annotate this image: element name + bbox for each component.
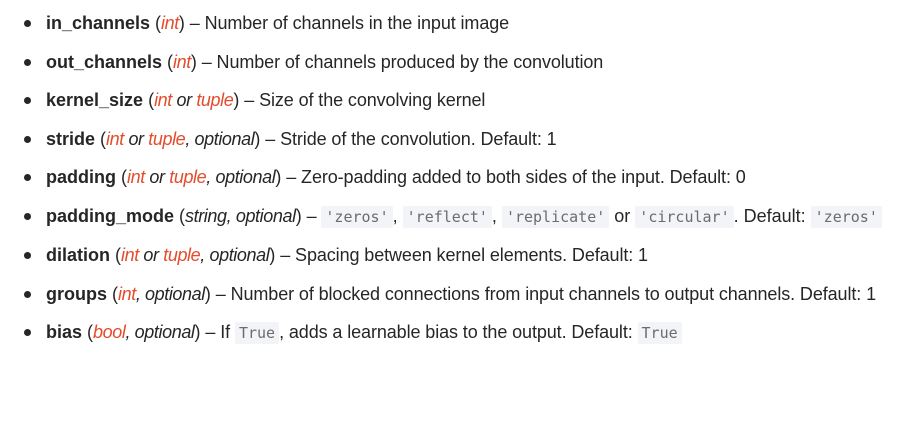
type-link-tuple[interactable]: tuple <box>148 128 186 149</box>
param-padding: padding (int or tuple, optional) – Zero-… <box>0 158 923 197</box>
type-link-int[interactable]: int <box>173 51 191 72</box>
param-kernel-size: kernel_size (int or tuple) – Size of the… <box>0 81 923 120</box>
param-in-channels: in_channels (int) – Number of channels i… <box>0 4 923 43</box>
param-description: – Size of the convolving kernel <box>239 90 486 110</box>
code-reflect: 'reflect' <box>402 205 492 228</box>
param-groups: groups (int, optional) – Number of block… <box>0 275 923 314</box>
type-link-tuple[interactable]: tuple <box>196 90 234 110</box>
param-description: – Number of channels in the input image <box>184 13 510 33</box>
code-replicate: 'replicate' <box>501 205 610 228</box>
code-default-zeros: 'zeros' <box>810 205 882 228</box>
param-name: out_channels <box>46 51 163 72</box>
type-link-int[interactable]: int <box>127 167 145 187</box>
code-default-true: True <box>637 322 682 344</box>
type-link-int[interactable]: int <box>118 283 136 304</box>
param-stride: stride (int or tuple, optional) – Stride… <box>0 120 923 159</box>
param-description: – Number of blocked connections from inp… <box>210 283 876 304</box>
type-link-tuple[interactable]: tuple <box>169 167 207 187</box>
type-link-int[interactable]: int <box>161 13 179 33</box>
param-bias: bias (bool, optional) – If True, adds a … <box>0 313 923 353</box>
type-link-int[interactable]: int <box>106 128 124 149</box>
param-description: – Stride of the convolution. Default: 1 <box>260 128 557 149</box>
param-name: bias <box>46 322 83 342</box>
type-link-tuple[interactable]: tuple <box>163 245 201 265</box>
param-name: groups <box>46 283 107 304</box>
param-name: in_channels <box>46 13 151 33</box>
type-link-int[interactable]: int <box>121 245 139 265</box>
type-link-bool[interactable]: bool <box>93 322 126 342</box>
param-name: padding <box>46 167 116 187</box>
type-string-optional: string, optional <box>185 205 296 226</box>
param-name: kernel_size <box>46 90 144 110</box>
param-dilation: dilation (int or tuple, optional) – Spac… <box>0 236 923 275</box>
code-circular: 'circular' <box>635 205 734 228</box>
param-name: stride <box>46 128 96 149</box>
param-description: – Spacing between kernel elements. Defau… <box>275 245 648 265</box>
code-zeros: 'zeros' <box>321 205 393 228</box>
parameter-list: in_channels (int) – Number of channels i… <box>0 4 923 353</box>
type-link-int[interactable]: int <box>154 90 172 110</box>
param-name: dilation <box>46 245 110 265</box>
param-name: padding_mode <box>46 205 175 226</box>
code-true: True <box>234 322 280 344</box>
param-padding-mode: padding_mode (string, optional) – 'zeros… <box>0 197 923 237</box>
param-description: – Zero-padding added to both sides of th… <box>281 167 746 187</box>
param-out-channels: out_channels (int) – Number of channels … <box>0 43 923 82</box>
param-description: – Number of channels produced by the con… <box>196 51 604 72</box>
